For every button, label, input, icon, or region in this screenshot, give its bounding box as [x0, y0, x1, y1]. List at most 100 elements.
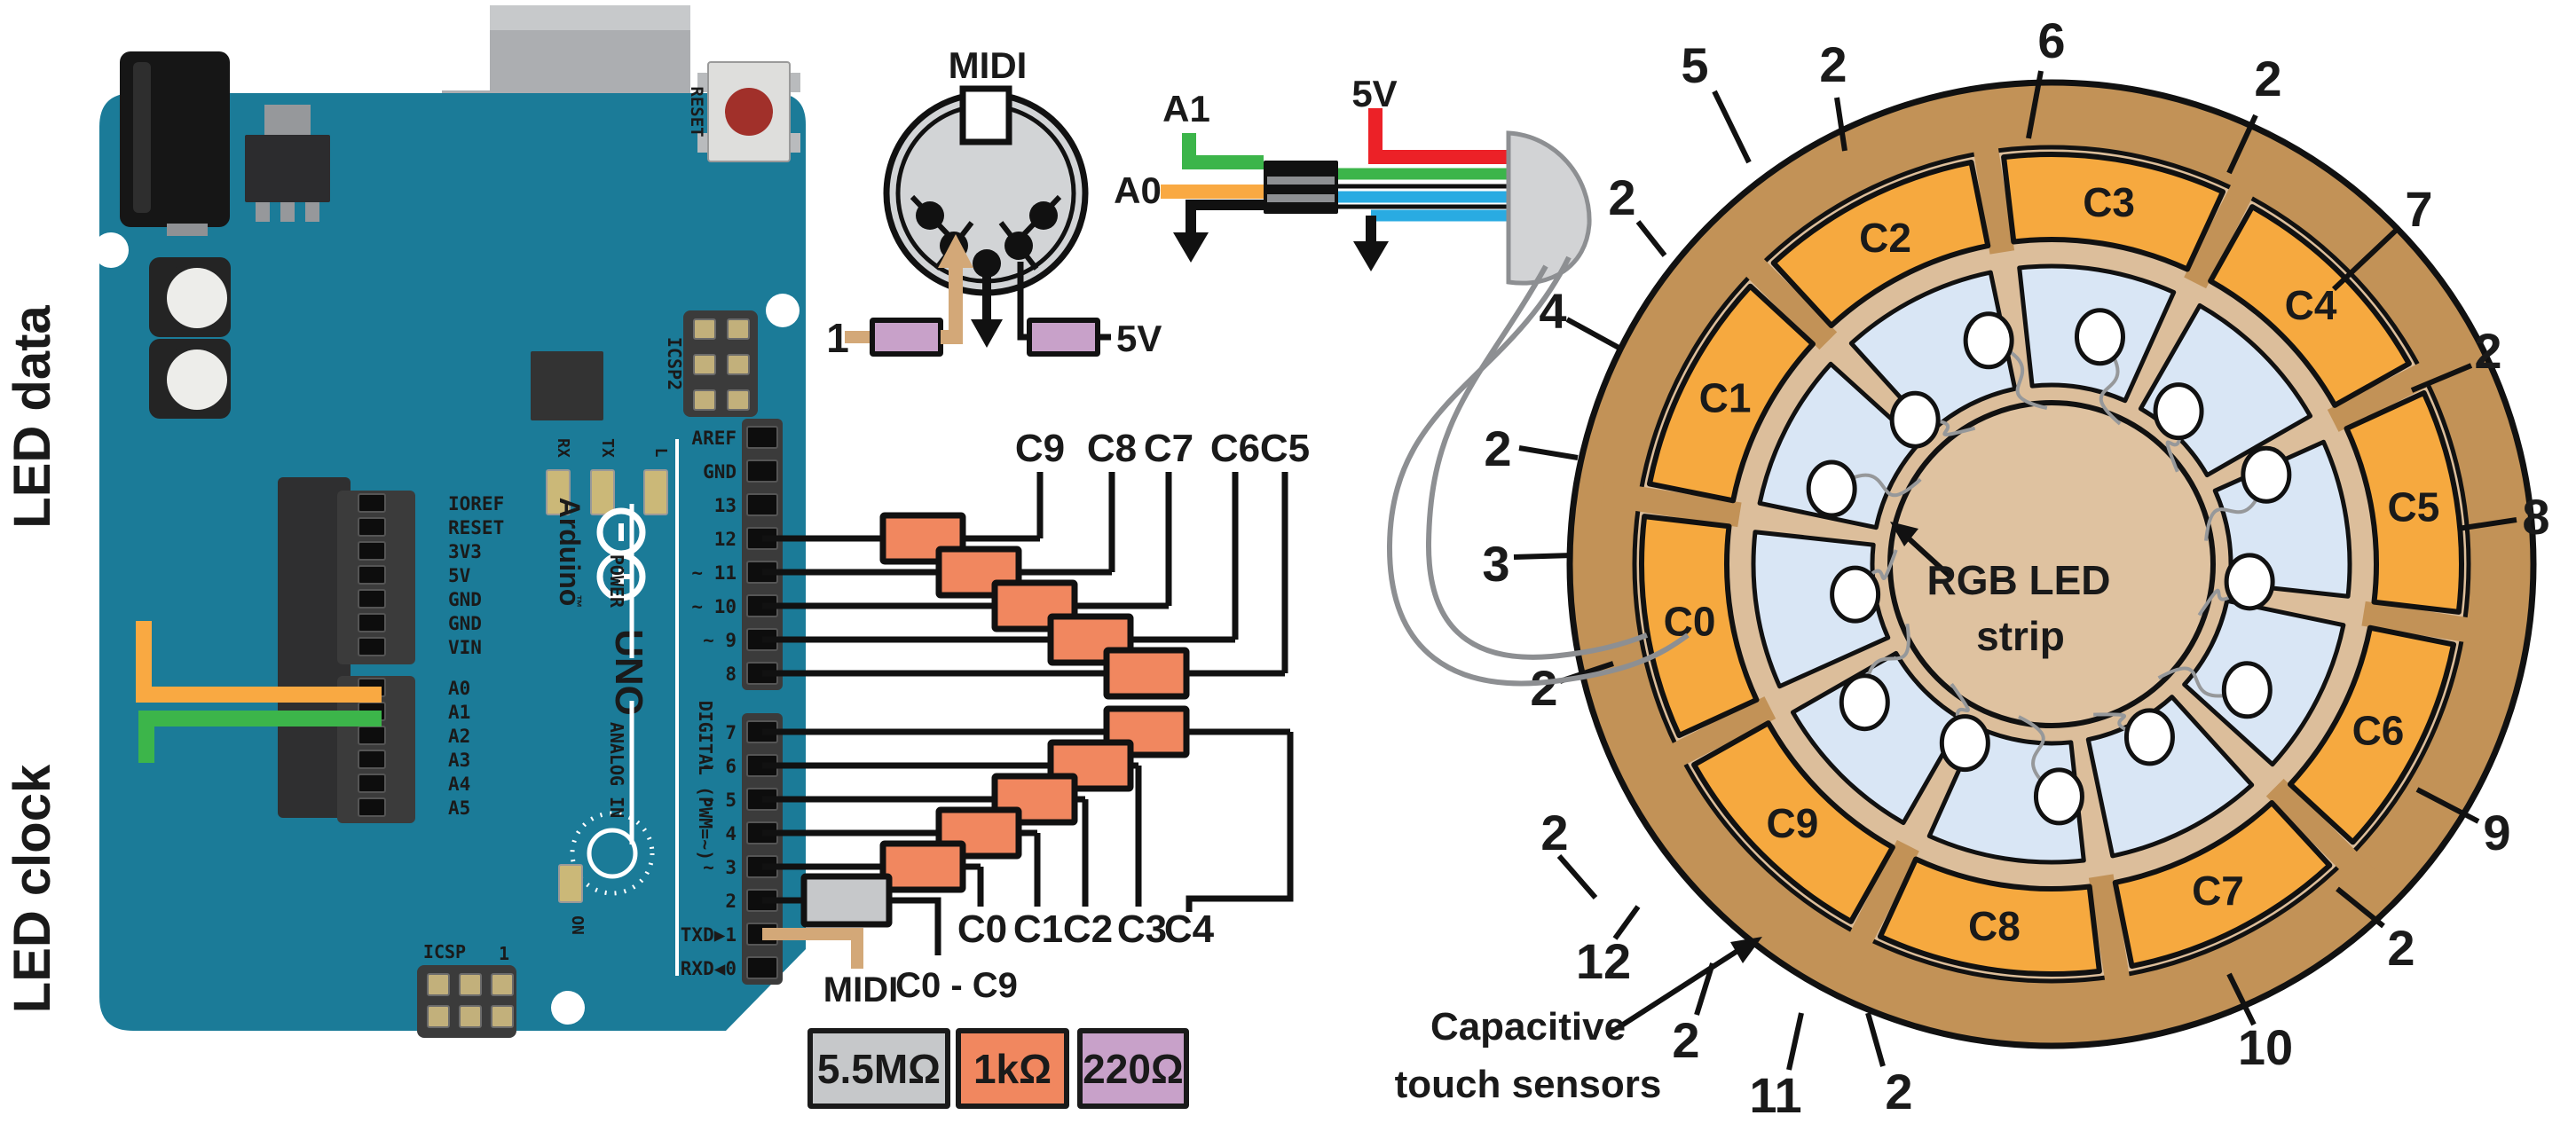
rx-led	[546, 469, 571, 515]
pin-label: A2	[448, 726, 470, 747]
breakout-ground-wire	[1186, 200, 1264, 234]
icsp2-pin	[693, 389, 716, 411]
ground-arrowhead	[971, 319, 1003, 348]
pin-label: A1	[448, 702, 470, 723]
sensor-stub-wire	[1186, 732, 1294, 912]
segment-pin-number: 4	[1539, 283, 1566, 339]
pin-number-tick	[1612, 905, 1641, 940]
ring-pin-tick	[2410, 363, 2473, 393]
uno-roundel-dotted	[570, 811, 655, 896]
pin-number-tick	[1513, 553, 1573, 560]
pin-label: IOREF	[448, 493, 504, 514]
pin-number-tick	[1786, 1012, 1804, 1071]
led-dot	[2241, 445, 2292, 504]
led-wedge	[1848, 270, 2018, 434]
wire-breakout	[1161, 108, 1514, 271]
icsp-pin	[491, 1005, 514, 1028]
led-clock-label: LED clock	[4, 764, 61, 1013]
ring-spoke	[1601, 481, 1742, 528]
capacitor-top	[167, 268, 227, 328]
ring-spoke	[1834, 839, 1919, 975]
digital-section-label: DIGITAL (PWM=~)	[695, 701, 716, 861]
segment-label: C7	[2192, 868, 2244, 914]
ring-pin-number: 2	[1885, 1064, 1912, 1119]
ring-spoke	[2088, 874, 2135, 1015]
midi-pin	[916, 201, 944, 230]
pin-number-tick	[2457, 517, 2517, 531]
segment-label: C9	[1767, 800, 1819, 846]
pin-label: AREF	[691, 428, 737, 449]
legend-value: 1kΩ	[973, 1046, 1052, 1092]
segment-label: C0	[1664, 599, 1716, 645]
capacitive-arrow-line	[1609, 948, 1739, 1035]
common-wire	[889, 897, 941, 955]
header-pin	[358, 774, 386, 793]
header-pin	[358, 493, 386, 513]
icsp2-pin	[727, 354, 750, 375]
segment-label: C4	[2285, 282, 2337, 328]
regulator-leg	[305, 202, 319, 222]
midi-pin1-label: 1	[826, 315, 849, 361]
header-pin	[746, 459, 778, 483]
ground-arrowhead	[1173, 232, 1209, 263]
ring-pin-tick	[2226, 114, 2258, 175]
segment-pin-number: 6	[2037, 12, 2065, 68]
inline-connector	[1264, 161, 1338, 214]
segment-pin-number: 10	[2238, 1019, 2293, 1075]
mounting-hole	[766, 294, 800, 327]
midi-current-wire	[941, 266, 963, 344]
capacitor-top	[167, 350, 227, 410]
segment-pin-number: 12	[1576, 933, 1631, 989]
touch-segment-c2	[1770, 159, 1991, 329]
arduino-brand: Arduino	[554, 498, 586, 607]
led-dot	[2221, 661, 2273, 719]
sensor-wire-label: C2	[1063, 907, 1113, 951]
ring-pin-number: 2	[2254, 51, 2281, 106]
pin-number-tick	[1565, 317, 1624, 352]
ring-pin-tick	[2336, 886, 2385, 929]
breakout-a1-label: A1	[1162, 88, 1210, 130]
ring-pin-tick	[1518, 445, 1579, 460]
ring-pin-number: 2	[2474, 323, 2501, 379]
main-ic-chip	[278, 477, 351, 818]
power-section-label: POWER	[606, 554, 627, 609]
led-dot	[1939, 714, 1990, 773]
pin-label: 13	[714, 495, 737, 516]
mounting-hole	[551, 991, 585, 1025]
segment-pin-number: 7	[2405, 181, 2432, 237]
touch-segment-c4	[2208, 204, 2412, 408]
pin-label: A4	[448, 774, 470, 795]
pin-label: RESET	[448, 517, 504, 538]
ground-arrowhead	[1353, 241, 1389, 271]
a1-wire	[1182, 133, 1264, 169]
reset-button-cap	[725, 88, 773, 136]
ring-pin-number: 2	[1530, 660, 1557, 716]
usb-connector-top	[490, 5, 690, 30]
sensor-wire-label: C9	[1015, 427, 1065, 470]
touch-segment-c3	[2001, 152, 2226, 272]
tx-label: TX	[598, 438, 617, 458]
led-dot	[2153, 382, 2204, 441]
header-pin	[358, 541, 386, 561]
led-dot	[2224, 553, 2275, 611]
segment-pin-number: 8	[2522, 489, 2549, 545]
uno-label: UNO	[607, 629, 650, 716]
led-data-label: LED data	[4, 305, 61, 529]
gray-cable	[1386, 130, 1690, 687]
small-ic-chip	[531, 351, 603, 420]
on-led	[558, 864, 583, 903]
icsp2-label: ICSP2	[664, 337, 685, 390]
tan-arrowhead	[938, 234, 973, 268]
ring-pin-tick	[1635, 220, 1667, 257]
rgb-strip-label-1: RGB LED	[1927, 557, 2111, 603]
ring-pin-number: 2	[1608, 169, 1635, 225]
header-pin	[358, 637, 386, 656]
pin-label: 8	[725, 664, 737, 685]
pin-number-tick	[2331, 224, 2402, 292]
board-outline	[99, 93, 806, 1031]
header-pin	[358, 797, 386, 817]
regulator-leg	[280, 202, 295, 222]
barrel-jack-tip	[167, 224, 208, 236]
touch-segment-c7	[2112, 799, 2333, 970]
